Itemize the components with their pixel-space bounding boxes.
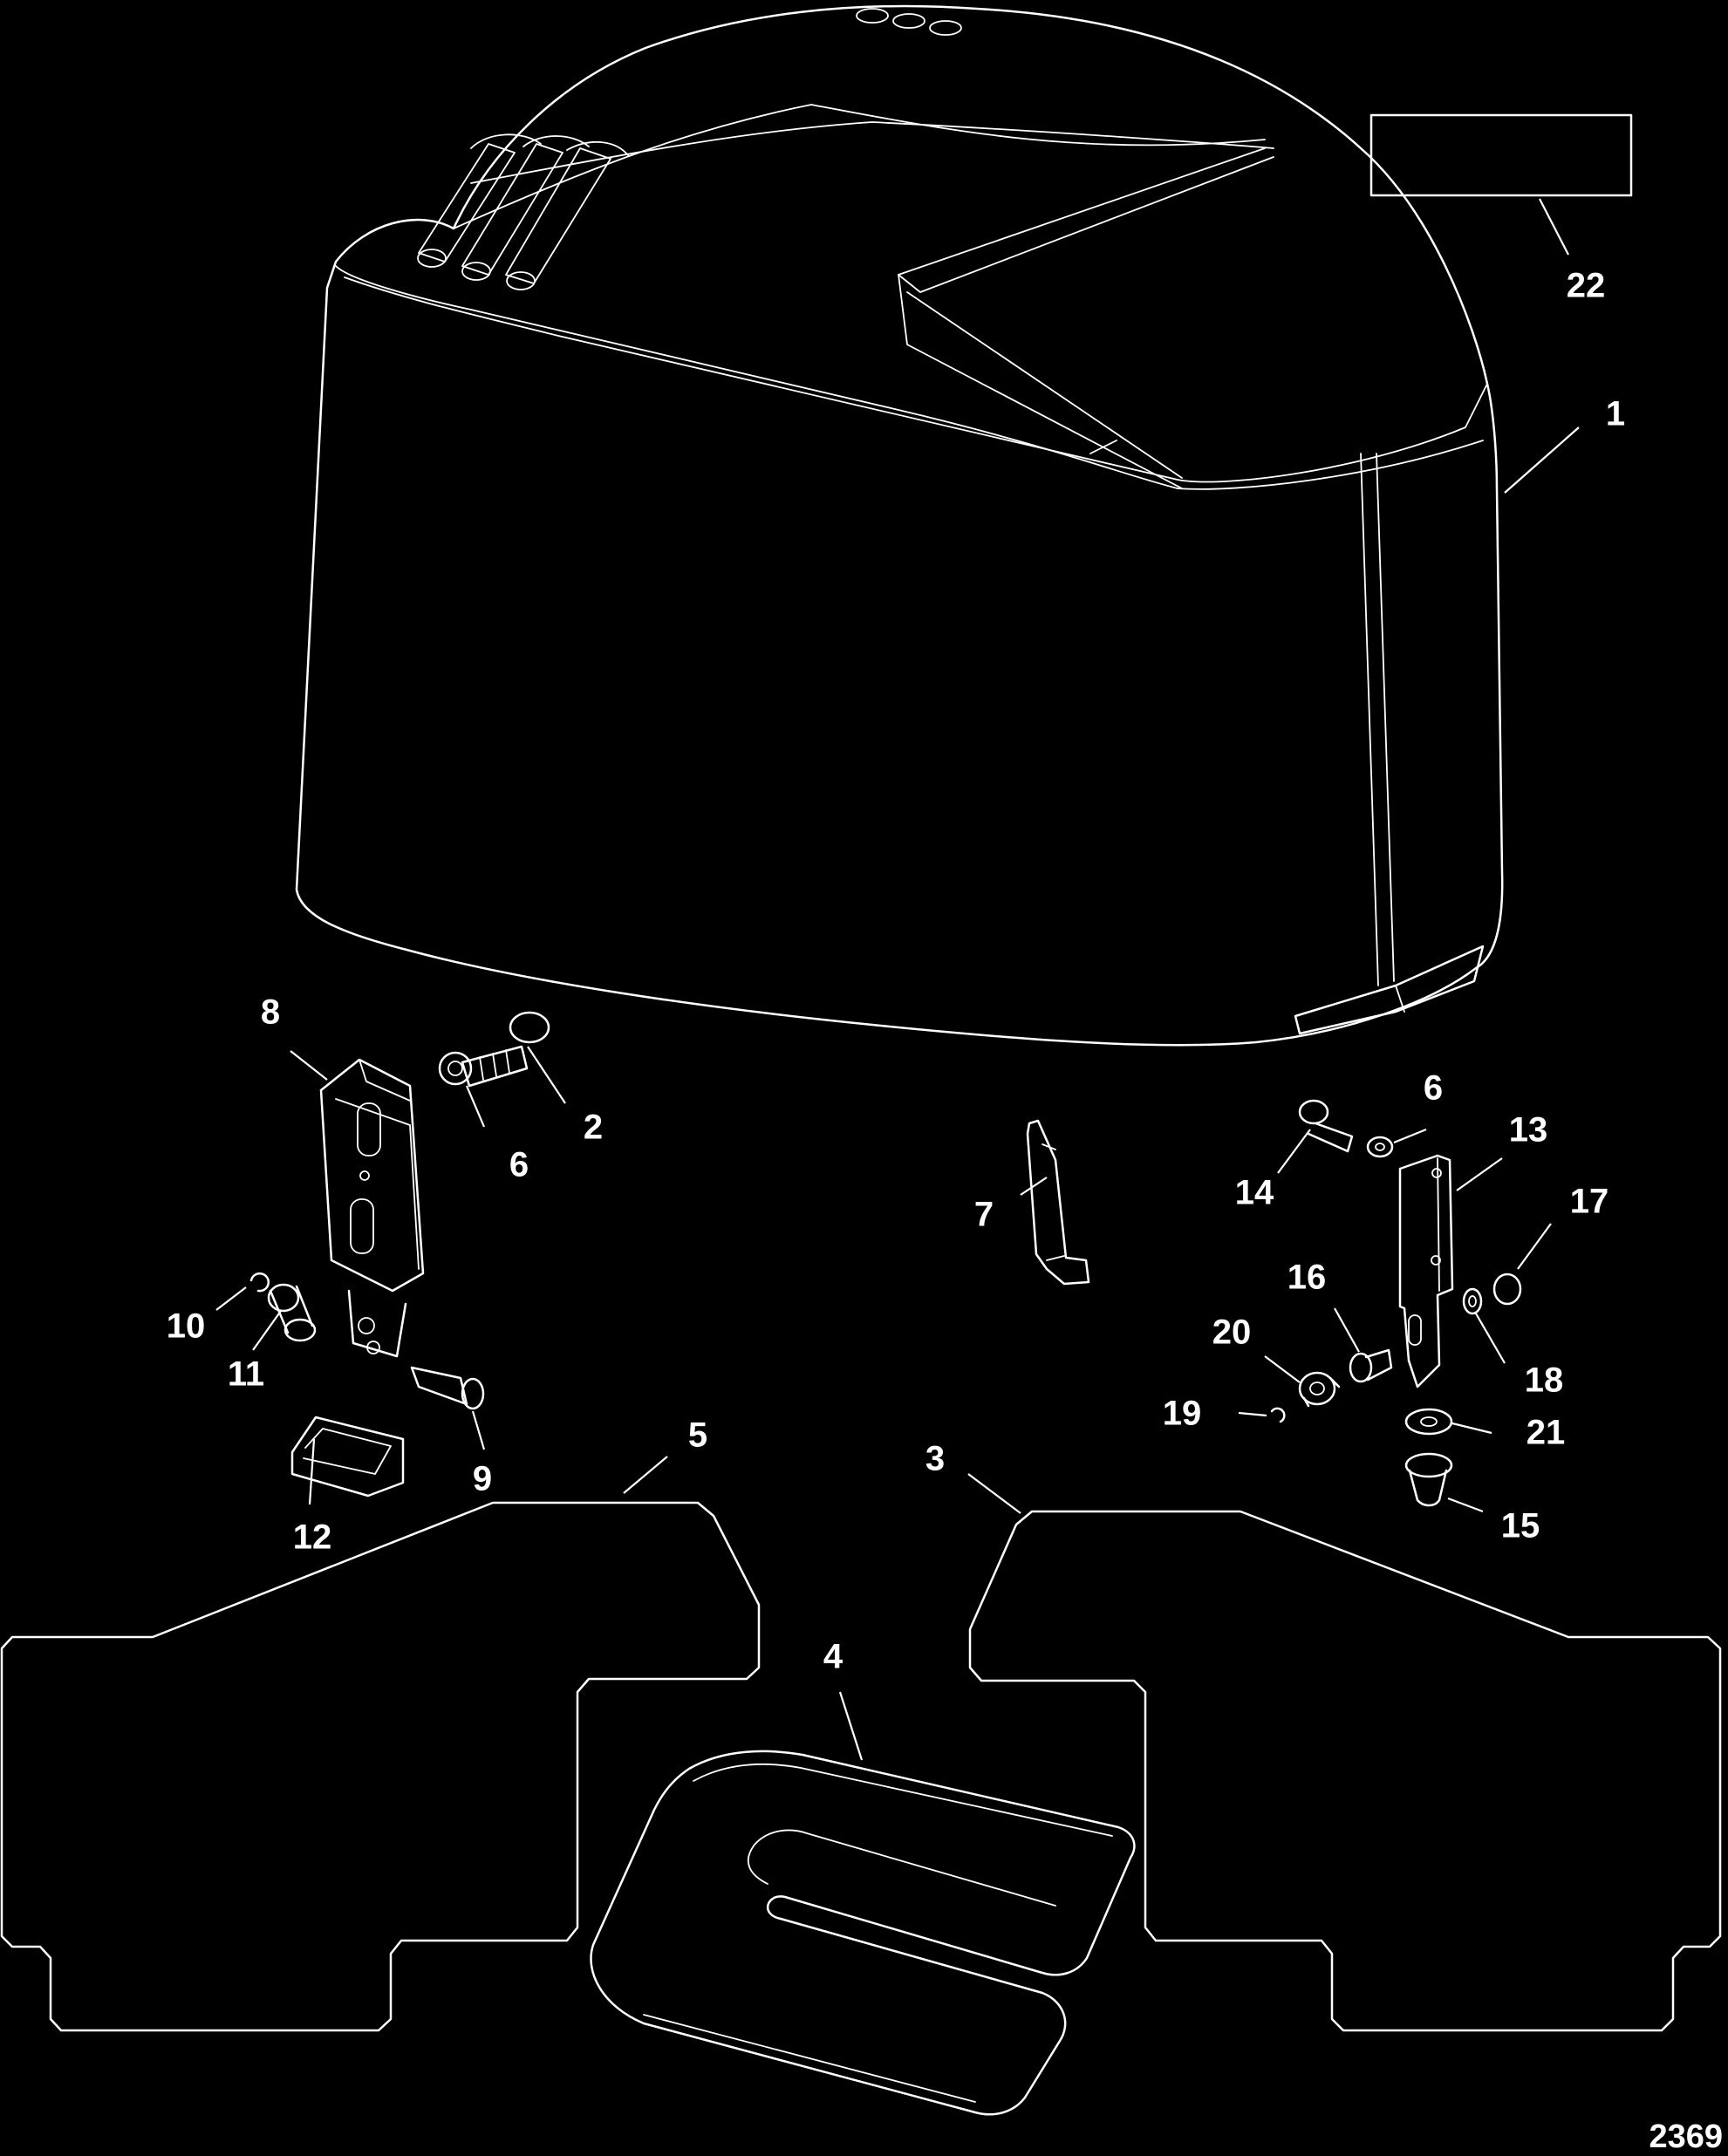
callout-12: 12 — [293, 1518, 332, 1557]
callout-4: 4 — [823, 1638, 844, 1676]
grommet-part-15 — [1404, 1452, 1453, 1507]
callout-15: 15 — [1501, 1507, 1540, 1545]
callout-5: 5 — [688, 1416, 707, 1455]
screw-part-2 — [461, 1011, 550, 1088]
callout-8: 8 — [261, 993, 280, 1032]
callout-labels: 22 1 8 2 6 6 13 14 7 17 16 20 10 11 18 1… — [167, 267, 1625, 1676]
retainer-clip-part-7 — [1026, 1119, 1090, 1286]
bushing-part-20 — [1298, 1371, 1341, 1408]
e-clip-part-19 — [1270, 1407, 1286, 1423]
callout-2: 2 — [584, 1109, 603, 1147]
decal-part-22 — [1369, 113, 1633, 197]
flat-washer-part-21 — [1404, 1408, 1453, 1436]
callout-16: 16 — [1287, 1259, 1327, 1297]
callout-1: 1 — [1606, 395, 1625, 433]
callout-6-right: 6 — [1424, 1069, 1443, 1108]
callout-6-left: 6 — [509, 1146, 529, 1184]
callout-13: 13 — [1509, 1111, 1548, 1150]
star-washer-part-6 — [438, 1051, 473, 1086]
top-cowl — [295, 4, 1504, 1047]
seal-part-4 — [590, 1750, 1136, 2116]
callout-10: 10 — [167, 1307, 206, 1346]
callout-11: 11 — [228, 1355, 264, 1394]
bushing-part-11 — [267, 1283, 317, 1342]
latch-bracket — [319, 1058, 425, 1358]
rubber-pad-part-12 — [290, 1416, 405, 1498]
washer-part-6 — [1366, 1136, 1394, 1158]
callout-17: 17 — [1570, 1183, 1609, 1221]
nut-part-17 — [1492, 1272, 1522, 1306]
leader-lines — [215, 198, 1580, 1761]
left-pad-part-5 — [0, 1501, 761, 2032]
callout-20: 20 — [1212, 1313, 1252, 1352]
figure-number: 2369 — [1649, 2118, 1723, 2155]
callout-3: 3 — [925, 1440, 945, 1478]
callout-18: 18 — [1525, 1361, 1564, 1400]
callout-7: 7 — [974, 1196, 994, 1234]
callout-14: 14 — [1235, 1174, 1274, 1212]
washer-part-18 — [1462, 1287, 1483, 1315]
bolt-part-14 — [1298, 1099, 1354, 1153]
right-pad-part-3 — [968, 1510, 1722, 2032]
shoulder-bolt-part-16 — [1349, 1348, 1393, 1383]
hinge-bracket-part-13 — [1398, 1154, 1454, 1388]
pin-part-9 — [410, 1366, 485, 1410]
callout-21: 21 — [1527, 1414, 1566, 1452]
callout-9: 9 — [473, 1460, 492, 1498]
e-clip-part-10 — [249, 1272, 270, 1293]
callout-19: 19 — [1163, 1395, 1202, 1433]
callout-22: 22 — [1567, 267, 1606, 305]
